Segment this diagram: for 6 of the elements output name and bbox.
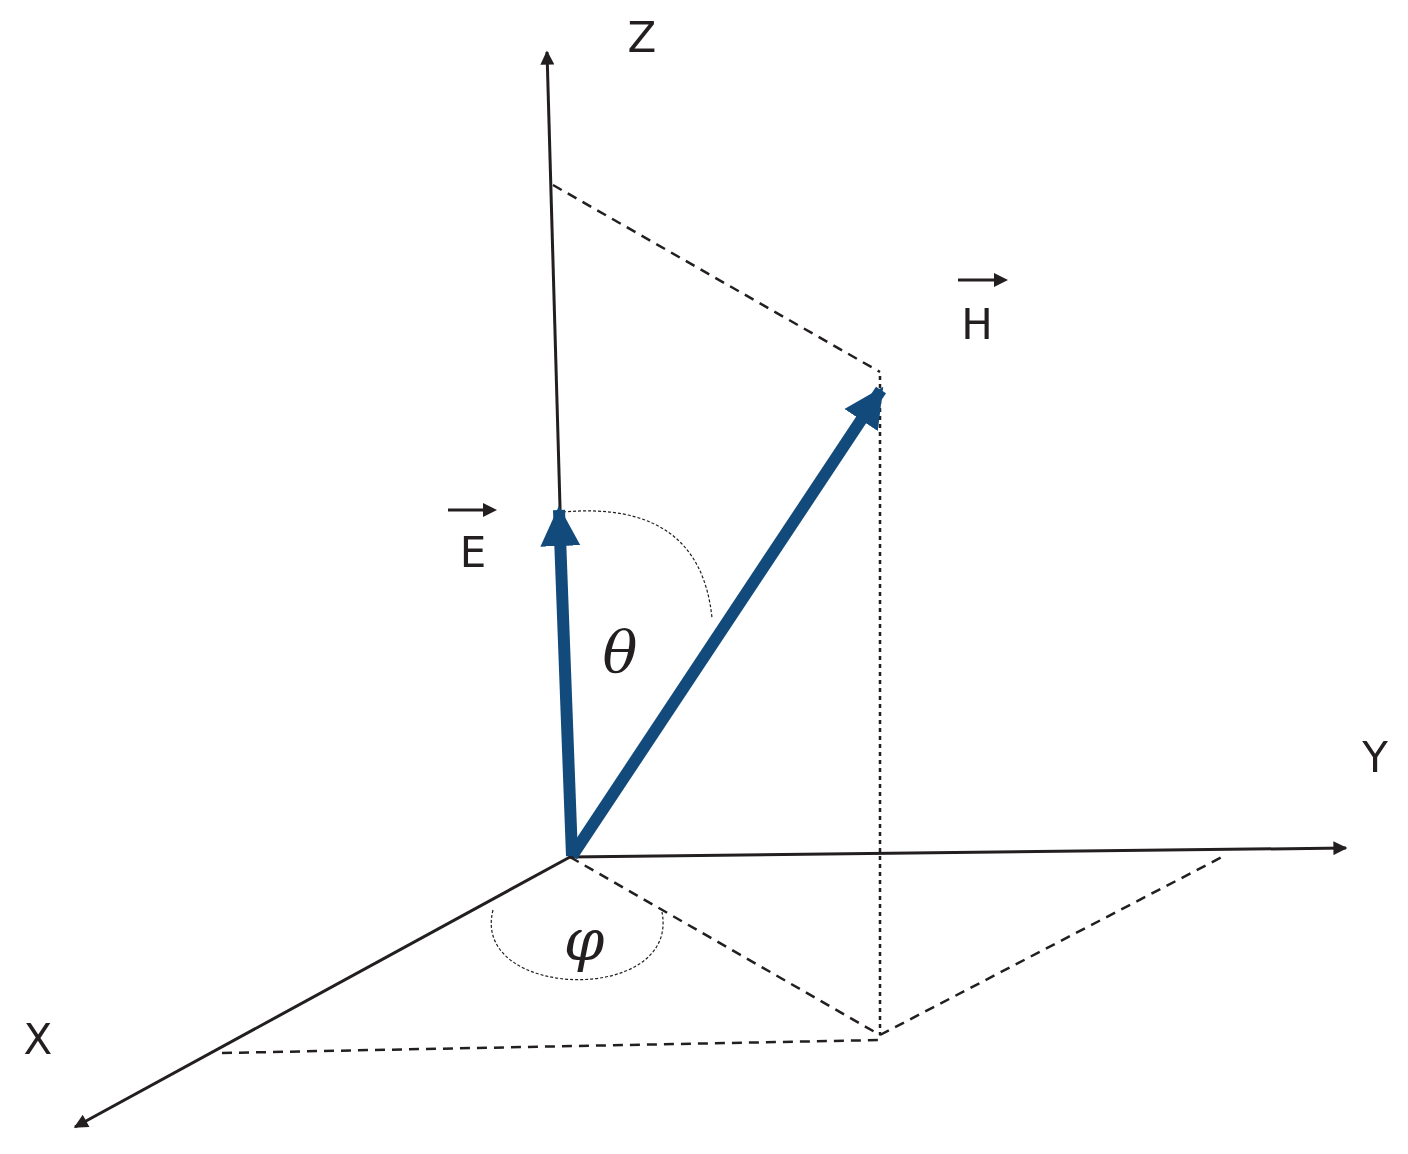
axis-label: E [459,532,487,574]
axis-label: Z [627,17,657,59]
axis-label: H [961,304,993,346]
axis-label: Y [1362,737,1388,779]
angle-label: θ [602,623,638,681]
axis-label: X [23,1019,53,1061]
